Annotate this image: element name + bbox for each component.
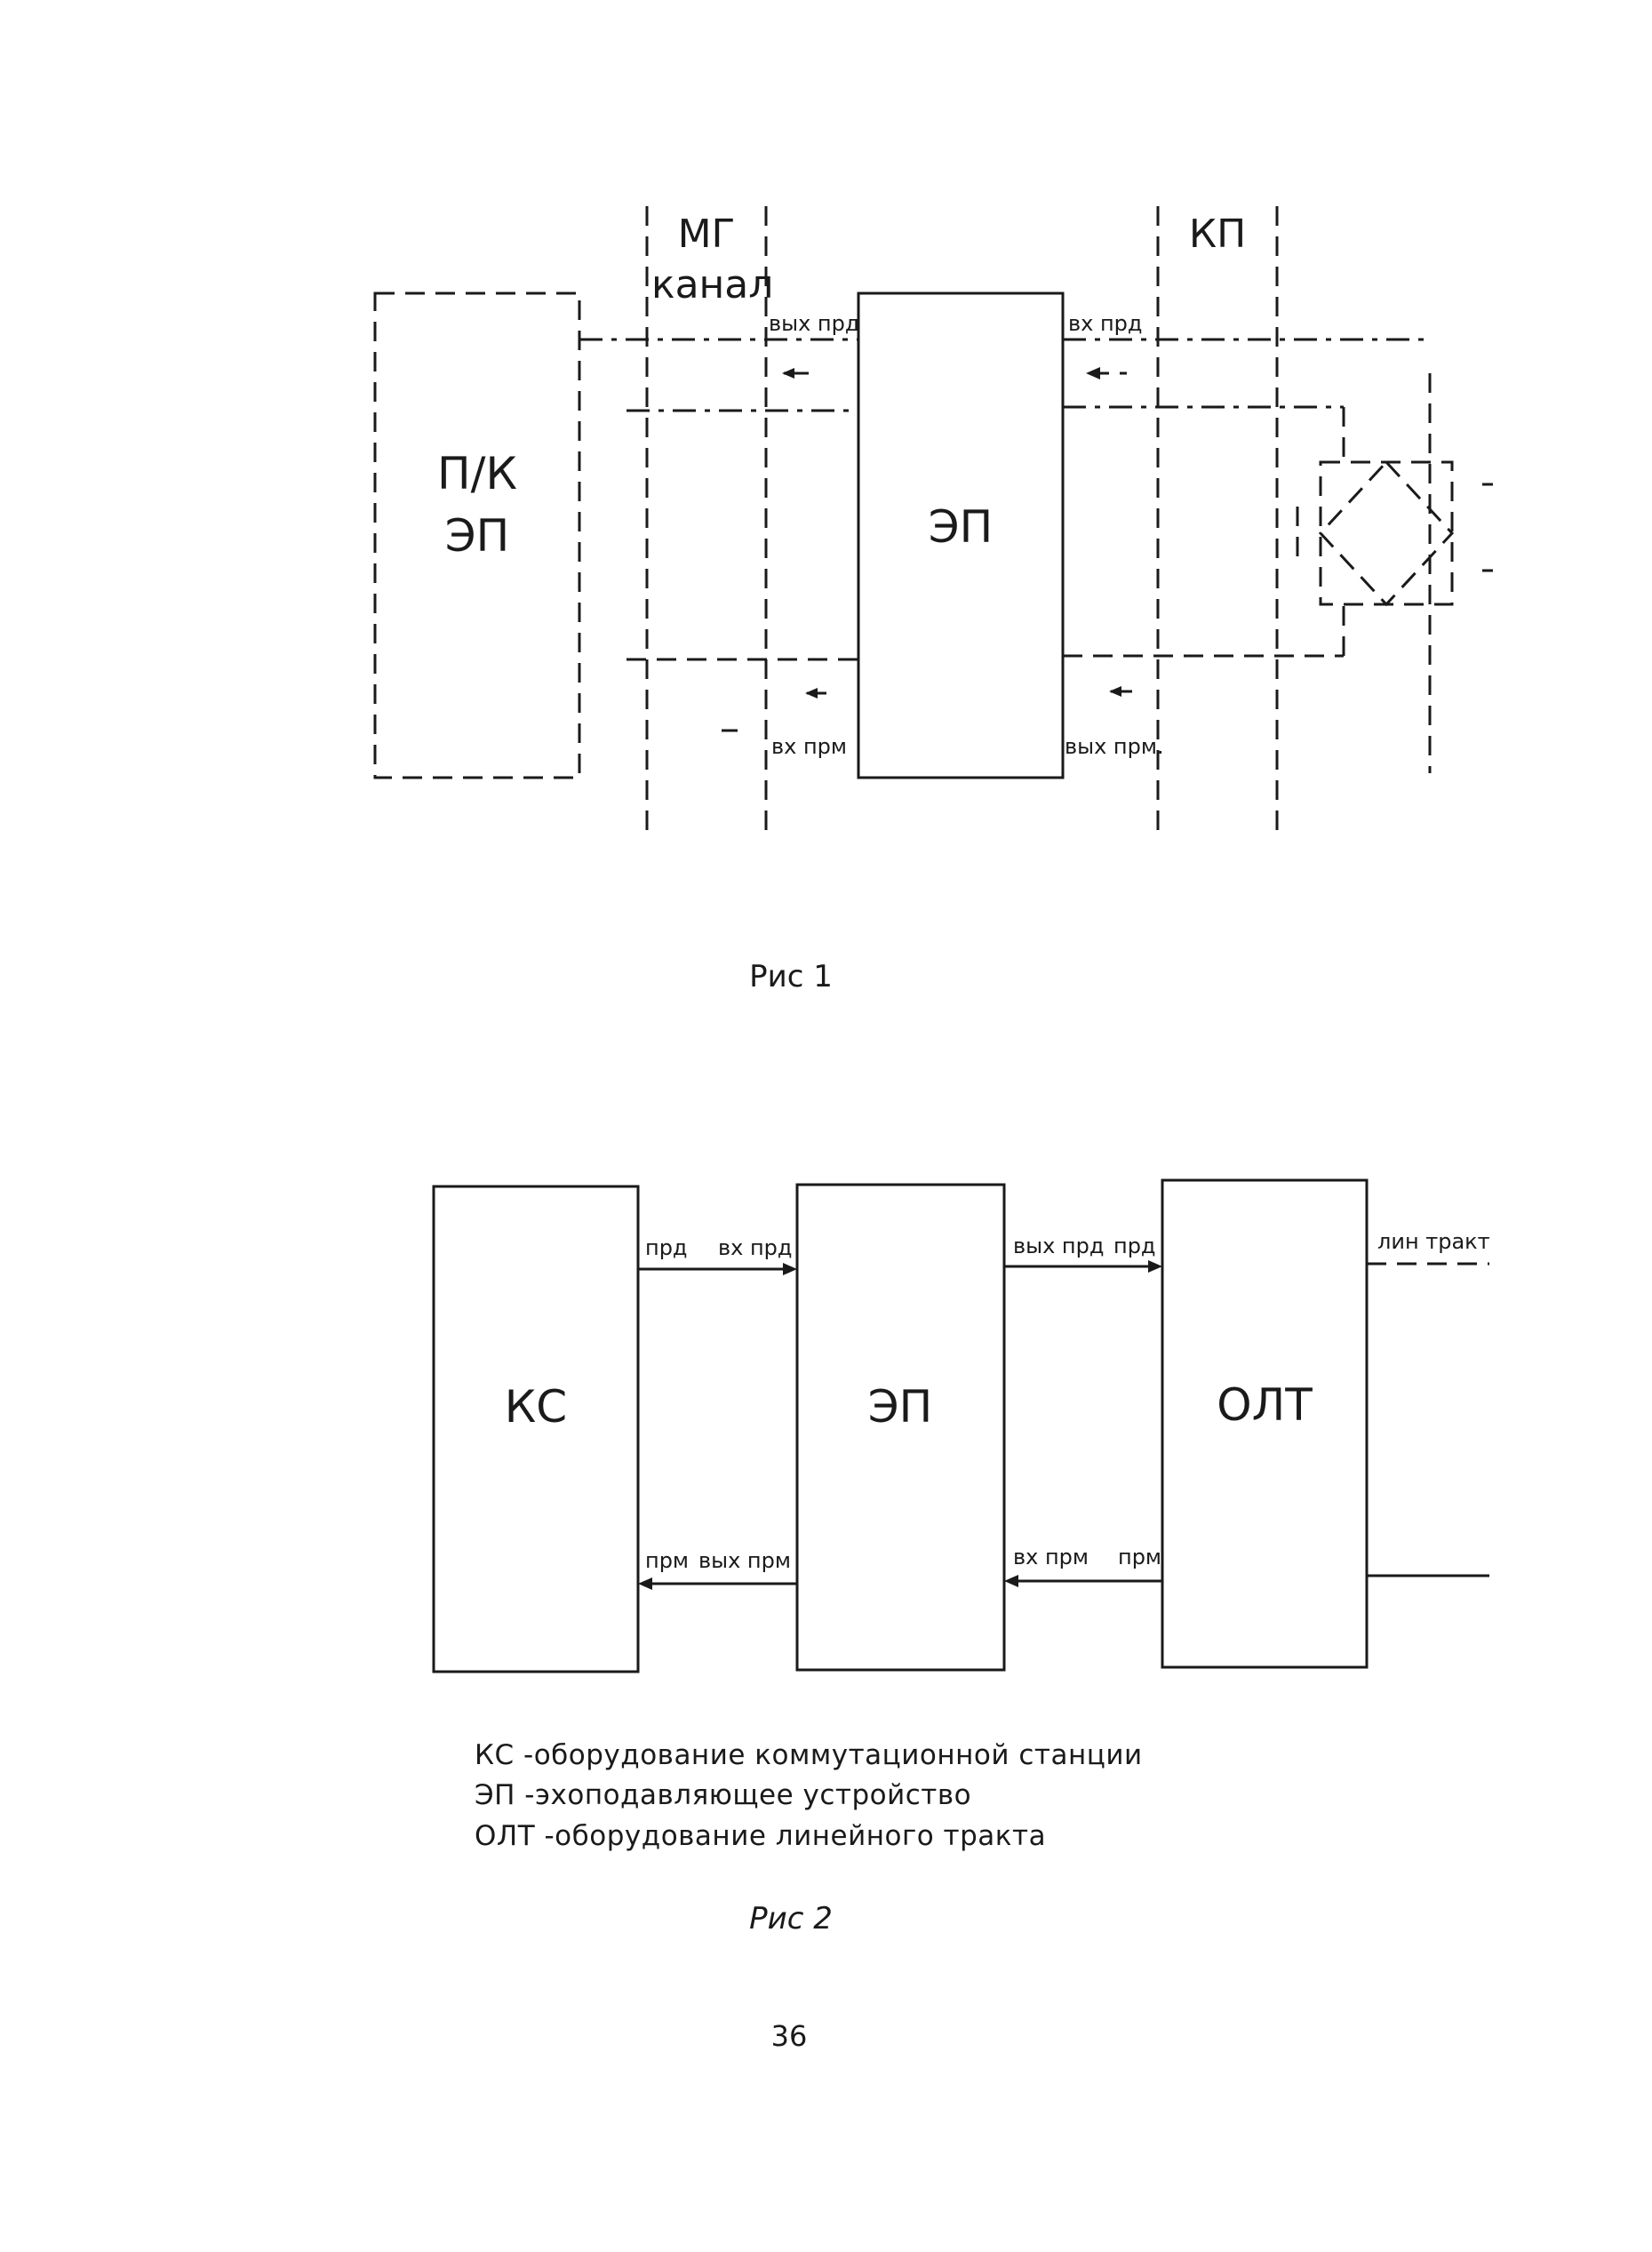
mg-label: МГ	[678, 212, 736, 257]
vyh-prd-label: вых прд	[769, 311, 859, 336]
arrow-ep-to-olt	[1004, 1260, 1162, 1273]
vyh-prm2-label: вых прм	[698, 1548, 791, 1573]
pk-ep-label-bottom: ЭП	[445, 510, 510, 562]
legend-line-2: ЭП -эхоподавляющее устройство	[475, 1779, 971, 1811]
ep2-label: ЭП	[868, 1381, 933, 1433]
fig2-caption: Рис 2	[749, 1901, 833, 1937]
kp-label: КП	[1189, 212, 1246, 257]
vh-prd2-label: вх прд	[718, 1235, 793, 1260]
page-number: 36	[771, 2019, 808, 2053]
hybrid-box	[1319, 460, 1454, 606]
prd-label: прд	[645, 1235, 688, 1260]
figure-1: П/К ЭП ЭП МГ КП канал вых прд вх прд	[373, 206, 1493, 994]
arrow-left-lower-1	[805, 688, 826, 699]
vyh-prm-label: вых прм.	[1065, 734, 1164, 759]
vh-prd-label: вх прд	[1068, 311, 1143, 336]
arrow-left-lower-2	[1109, 686, 1132, 697]
pk-ep-box	[373, 291, 581, 779]
legend-line-3: ОЛТ -оборудование линейного тракта	[475, 1820, 1046, 1852]
vyh-prd2-label: вых прд	[1013, 1234, 1104, 1258]
ks-box	[432, 1185, 640, 1673]
pk-ep-label-top: П/К	[437, 448, 517, 499]
olt-box	[1161, 1178, 1369, 1669]
olt-label: ОЛТ	[1217, 1379, 1313, 1431]
arrow-left-upper-2	[1086, 367, 1127, 379]
legend-line-1: КС -оборудование коммутационной станции	[475, 1739, 1143, 1771]
vh-prm-label: вх прм	[771, 734, 847, 759]
prd2-label: прд	[1113, 1234, 1156, 1258]
vh-prm2-label: вх прм	[1013, 1545, 1089, 1569]
ep-label: ЭП	[929, 501, 994, 553]
arrow-left-upper-1	[782, 368, 809, 379]
hybrid-diamond	[1318, 459, 1455, 607]
kanal-label: канал	[651, 262, 773, 307]
lin-trakt-label: лин тракт	[1377, 1229, 1490, 1254]
prm-label: прм	[645, 1548, 689, 1573]
prm2-label: прм	[1118, 1545, 1161, 1569]
arrow-olt-to-ep	[1004, 1575, 1162, 1587]
ks-label: КС	[505, 1381, 567, 1433]
figure-2: КС ЭП ОЛТ прд вх прд вых прд прд лин тра…	[432, 1178, 1490, 1937]
ep2-box	[795, 1183, 1006, 1672]
arrow-ks-to-ep	[638, 1263, 797, 1275]
fig1-caption: Рис 1	[749, 959, 833, 994]
ep-box	[857, 291, 1065, 779]
arrow-ep-to-ks	[638, 1577, 797, 1590]
